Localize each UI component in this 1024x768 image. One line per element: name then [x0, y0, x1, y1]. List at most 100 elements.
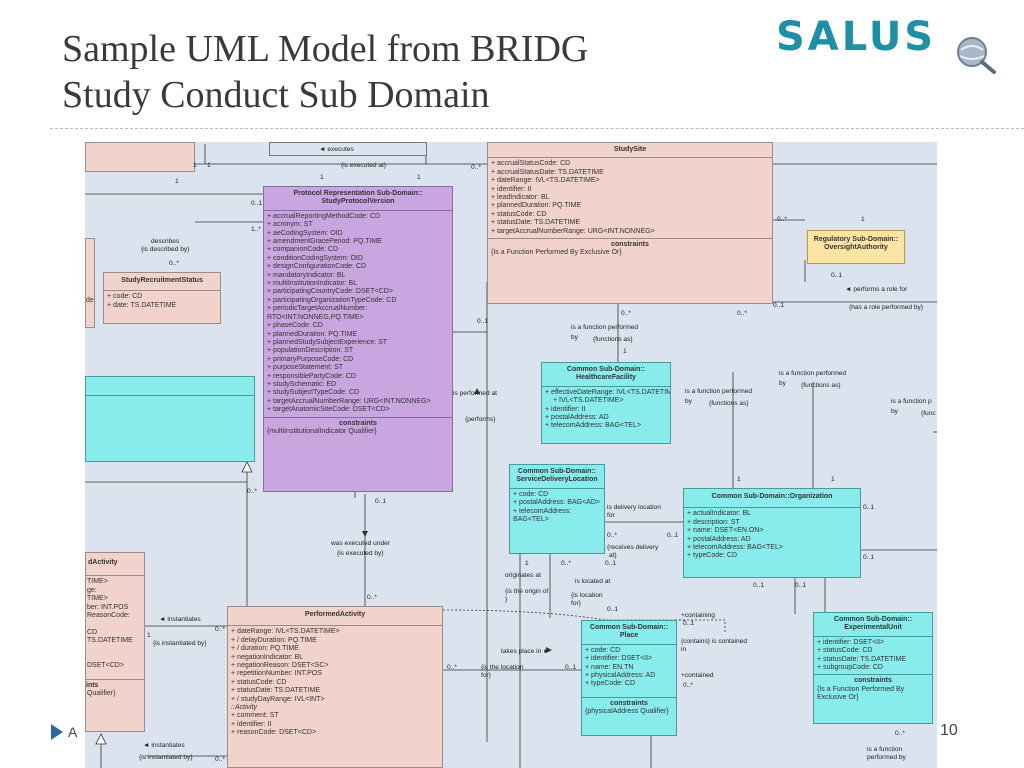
- attribute: code: CD: [585, 647, 673, 655]
- attribute: identifier: II: [231, 721, 439, 729]
- constraints-header: constraints: [488, 238, 772, 249]
- assoc-label: {functions as}: [593, 336, 633, 343]
- attribute: postalAddress: BAG<AD>: [513, 499, 601, 507]
- constraints-header: constraints: [814, 674, 932, 685]
- attribute: populationDescription: ST: [267, 347, 449, 355]
- multiplicity: 1: [147, 632, 151, 639]
- multiplicity: 0..1: [753, 582, 764, 589]
- assoc-label: {functions as}: [709, 400, 749, 407]
- assoc-label: is a function performed: [571, 324, 639, 331]
- assoc-label: {contains} is contained: [681, 638, 747, 645]
- assoc-label: is a function p: [891, 398, 932, 405]
- attribute: statusDate: TS.DATETIME: [231, 687, 439, 695]
- assoc-label: {is the location: [481, 664, 524, 671]
- class-attributes: dateRange: IVL<TS.DATETIME> / delayDurat…: [228, 625, 442, 739]
- globe-magnifier-icon: [957, 37, 996, 74]
- assoc-label: for}: [481, 672, 491, 679]
- attribute: responsiblePartyCode: CD: [267, 373, 449, 381]
- attribute: companionCode: CD: [267, 246, 449, 254]
- class-header: Regulatory Sub-Domain:: OversightAuthori…: [813, 236, 899, 252]
- class-attributes: TIME> ge: TIME> ber: INT.POS ReasonCode:…: [86, 575, 144, 672]
- attribute: participatingOrganizationTypeCode: CD: [267, 297, 449, 305]
- assoc-label: is delivery location: [607, 504, 661, 511]
- multiplicity: 1..*: [251, 226, 261, 233]
- attribute: postalAddress: AD: [545, 414, 667, 422]
- attribute: plannedDuration: PQ.TIME: [267, 331, 449, 339]
- page-number: 10: [940, 722, 958, 739]
- attribute: multiInstitutionIndicator: BL: [267, 280, 449, 288]
- attribute: / studyDayRange: IVL<INT>: [231, 696, 439, 704]
- assoc-label: {performs}: [465, 416, 496, 423]
- attribute: identifier: II: [491, 186, 769, 194]
- top-left-class: [85, 142, 195, 172]
- class-header: PerformedActivity: [304, 611, 366, 618]
- title-divider: [50, 128, 1024, 129]
- multiplicity: 0..1: [251, 200, 262, 207]
- attribute: typeCode: CD: [687, 552, 857, 560]
- class-attributes: code: CD identifier: DSET<II> name: EN.T…: [582, 643, 676, 691]
- assoc-label: originates at: [505, 572, 541, 579]
- class-attributes: effectiveDateRange: IVL<TS.DATETIME> IVL…: [542, 385, 670, 433]
- multiplicity: 0..1: [863, 554, 874, 561]
- attribute: conditionCodingSystem: OID: [267, 255, 449, 263]
- attribute: [87, 620, 143, 628]
- attribute: physicalAddress: AD: [585, 672, 673, 680]
- multiplicity: 0..1: [831, 272, 842, 279]
- attribute: leadIndicator: BL: [491, 194, 769, 202]
- attribute: plannedDuration: PQ.TIME: [491, 202, 769, 210]
- assoc-label: takes place in ►: [501, 648, 550, 655]
- assoc-label: in: [681, 646, 687, 653]
- multiplicity: 0..1: [375, 498, 386, 505]
- attribute: dateRange: IVL<TS.DATETIME>: [491, 177, 769, 185]
- title-line-2: Study Conduct Sub Domain: [62, 74, 490, 116]
- class-header: Protocol Representation Sub-Domain:: Stu…: [293, 190, 423, 206]
- assoc-label: is performed at: [453, 390, 497, 397]
- assoc-label: +contained: [681, 672, 714, 679]
- class-header: StudyRecruitmentStatus: [121, 277, 203, 284]
- class-attributes: de:: [86, 297, 94, 305]
- bullet-arrow-icon: [51, 724, 63, 740]
- assoc-label: by: [571, 334, 578, 341]
- attribute: statusDate: TS.DATETIME: [817, 656, 929, 664]
- assoc-label: ◄ executes: [319, 146, 354, 153]
- attribute: studySubjectTypeCode: CD: [267, 389, 449, 397]
- class-header: Common Sub-Domain:: HealthcareFacility: [566, 366, 646, 382]
- constraints-value: Qualifier}: [87, 690, 116, 698]
- logo-text: SALUS: [776, 14, 937, 60]
- assoc-label: for: [607, 512, 615, 519]
- assoc-label: is located at: [575, 578, 611, 585]
- attribute: amendmentGracePeriod: PQ.TIME: [267, 238, 449, 246]
- attribute: purposeStatement: ST: [267, 364, 449, 372]
- attribute: de:: [86, 297, 95, 304]
- attribute: code: CD: [513, 491, 601, 499]
- attribute: aeCodingSystem: OID: [267, 230, 449, 238]
- assoc-label: ◄ instantiates: [159, 616, 201, 623]
- multiplicity: 0..*: [215, 626, 225, 633]
- uml-diagram: StudySite accrualStatusCode: CD accrualS…: [85, 142, 937, 768]
- attribute: DSET<CD>: [87, 662, 124, 670]
- organization-class: Common Sub-Domain::Organization actualIn…: [683, 488, 861, 578]
- attribute: accrualReportingMethodCode: CD: [267, 213, 449, 221]
- multiplicity: 0..*: [447, 664, 457, 671]
- class-attributes: accrualStatusCode: CD accrualStatusDate:…: [488, 157, 772, 238]
- assoc-label: {is instantiated by}: [139, 754, 193, 761]
- attribute: effectiveDateRange: IVL<TS.DATETIME>: [545, 389, 670, 397]
- multiplicity: 1: [175, 178, 179, 185]
- assoc-label: at}: [609, 552, 617, 559]
- attribute: phaseCode: CD: [267, 322, 449, 330]
- attribute: IVL<TS.DATETIME>: [545, 397, 667, 405]
- multiplicity: 0..1: [683, 620, 694, 627]
- multiplicity: 1: [623, 348, 627, 355]
- assoc-label: {receives delivery: [607, 544, 659, 551]
- attribute: mandatoryIndicator: BL: [267, 272, 449, 280]
- class-attributes: identifier: DSET<II> statusCode: CD stat…: [814, 635, 932, 675]
- attribute: statusCode: CD: [491, 211, 769, 219]
- attribute: targetAccrualNumberRange: URG<INT.NONNEG…: [491, 228, 769, 236]
- assoc-label: was executed under: [331, 540, 391, 547]
- attribute: negationIndicator: BL: [231, 654, 439, 662]
- multiplicity: 0..*: [737, 310, 747, 317]
- multiplicity: 1: [193, 162, 197, 169]
- multiplicity: 0..*: [471, 164, 481, 171]
- attribute: name: EN.TN: [585, 664, 673, 672]
- assoc-label: by: [891, 408, 898, 415]
